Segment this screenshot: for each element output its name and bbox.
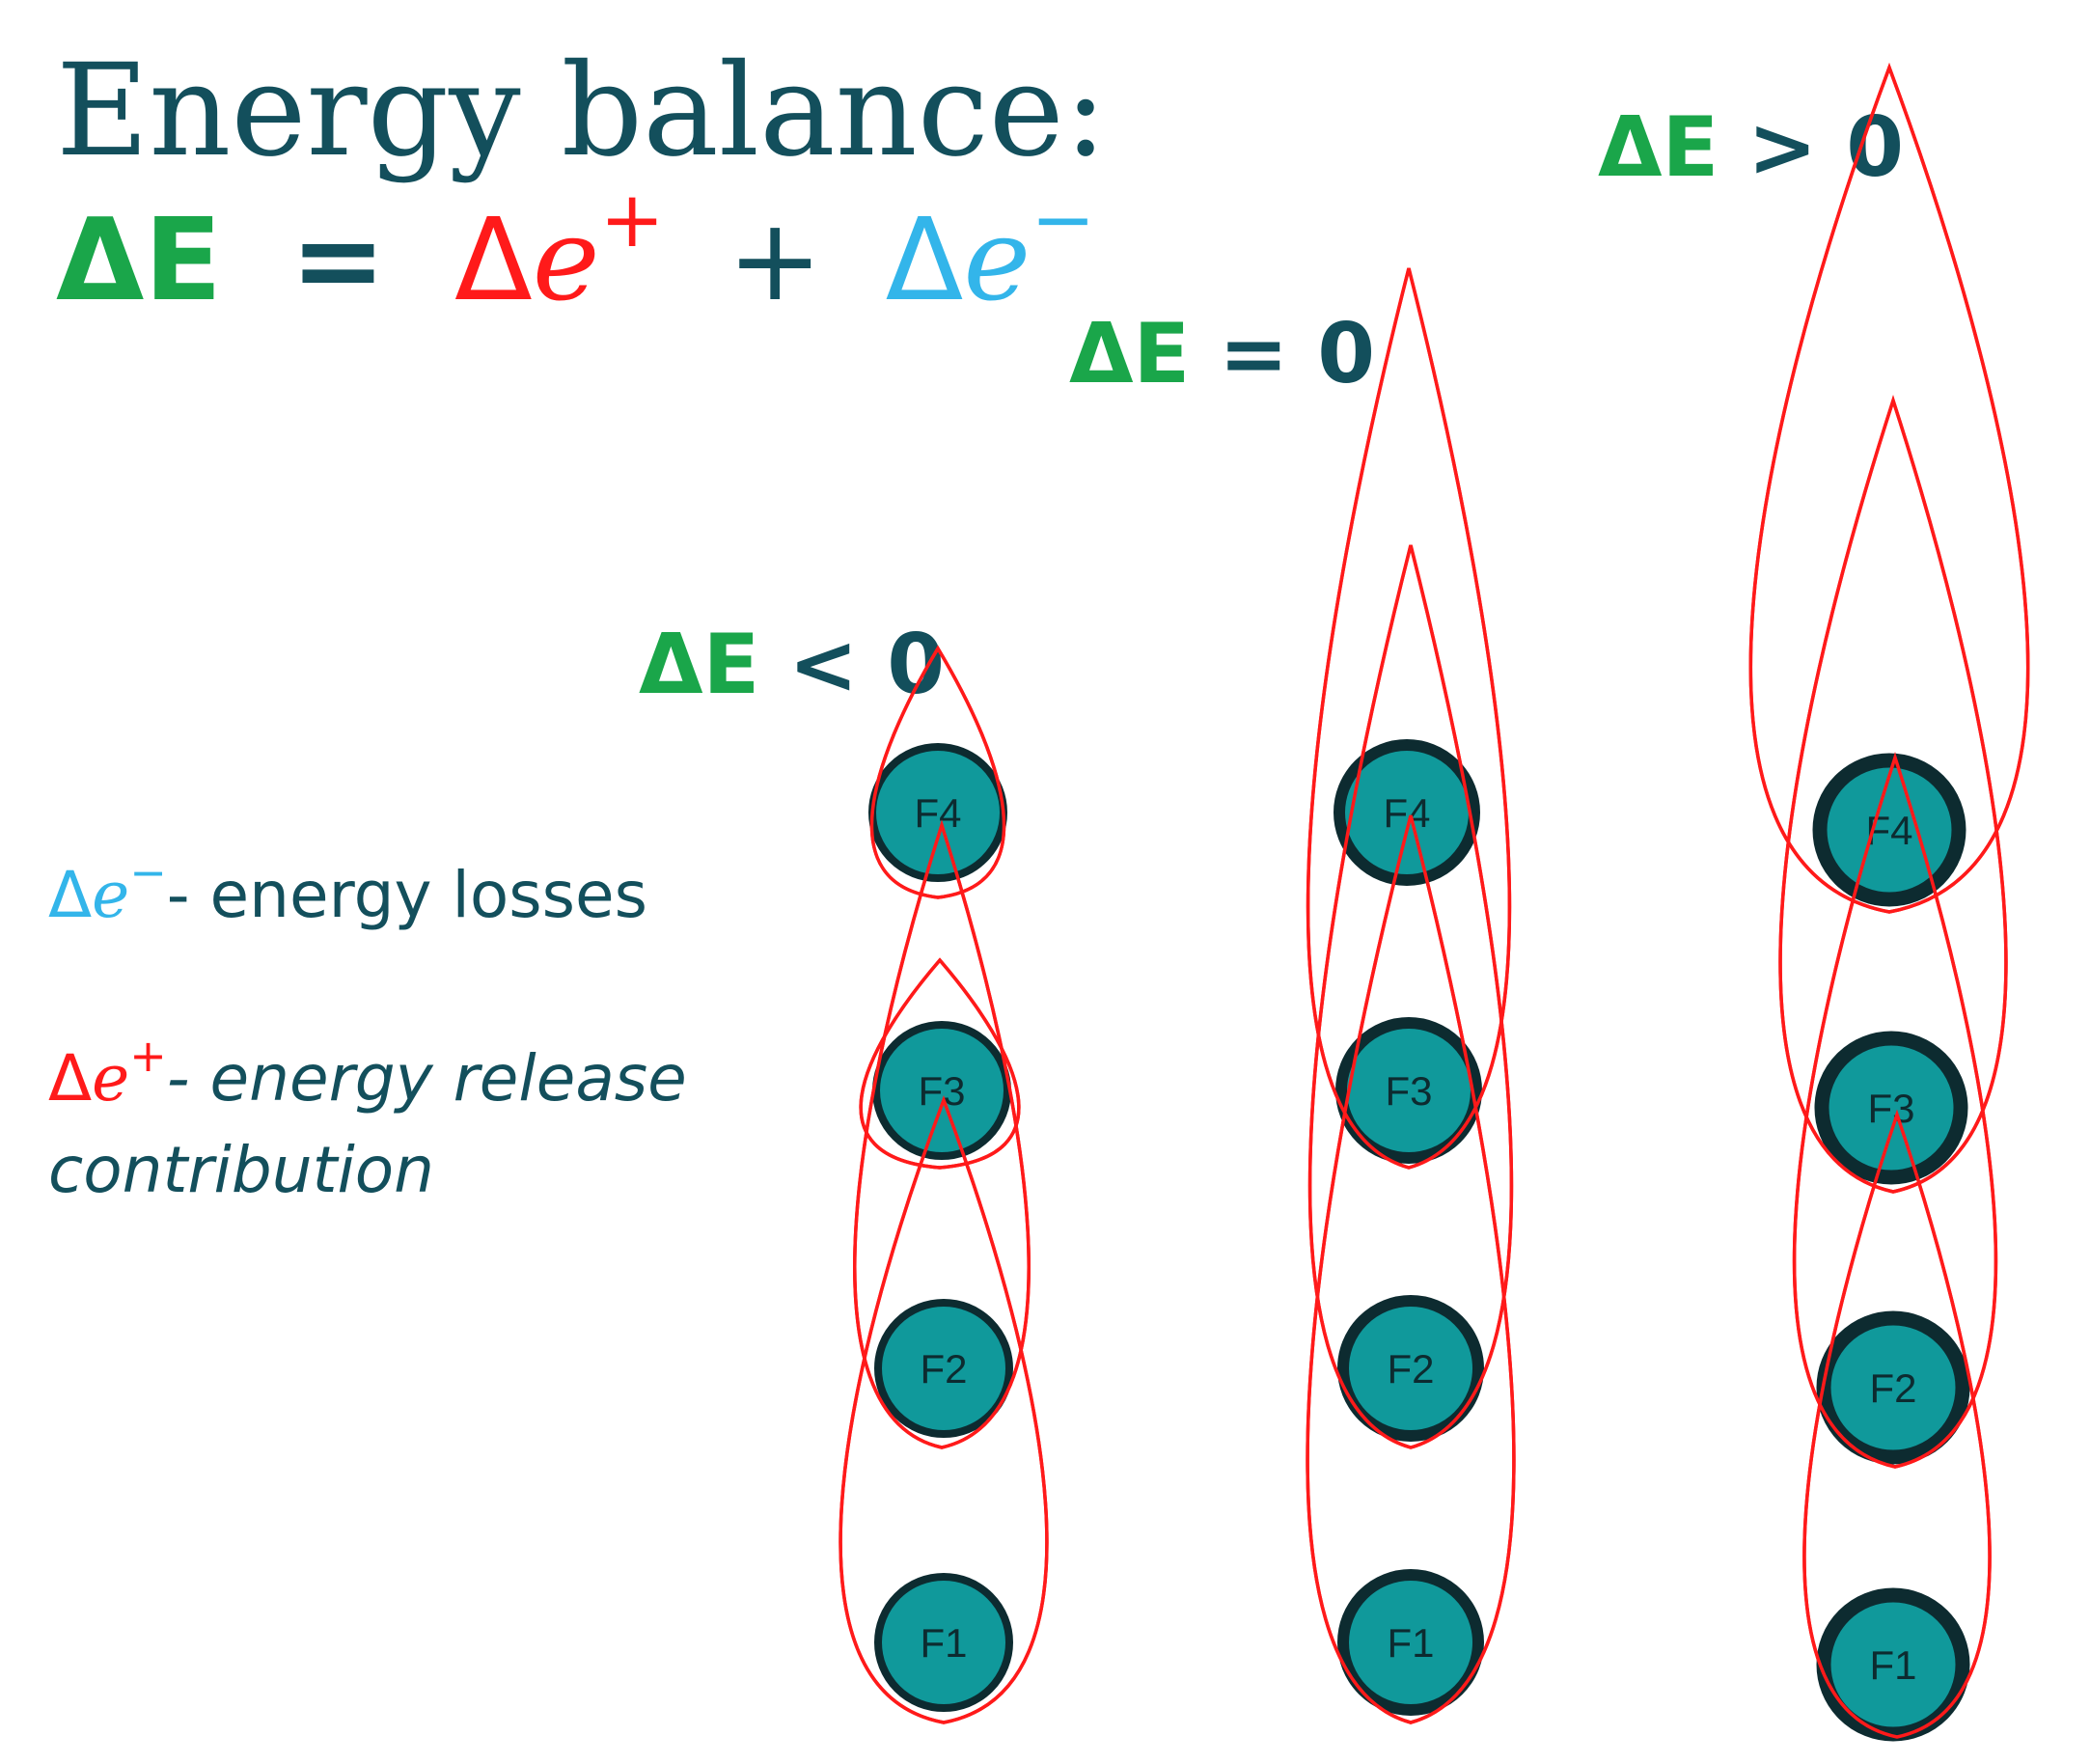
- fuel-circle: [1334, 739, 1480, 886]
- fuel-label: F2: [1869, 1365, 1916, 1411]
- flame-positive-1-overlay: [1802, 1109, 1992, 1739]
- fuel-element-negative-f1: F1: [874, 1573, 1013, 1712]
- fuel-element-zero-f3: F3: [1335, 1017, 1482, 1164]
- fuel-element-zero-f2: F2: [1337, 1295, 1484, 1442]
- legend-release-var: e: [92, 1041, 129, 1116]
- equation-term1-var: e: [533, 193, 600, 326]
- flame-negative-4-overlay: [869, 645, 1006, 899]
- fuel-element-negative-f4: F4: [868, 743, 1007, 882]
- fuel-circle: [1335, 1017, 1482, 1164]
- equation-plus: +: [728, 193, 823, 326]
- fuel-circle: [872, 1021, 1011, 1160]
- fuel-label: F2: [1387, 1346, 1434, 1392]
- condition-label-negative: ΔE < 0: [639, 617, 945, 713]
- fuel-circle: [1816, 1587, 1970, 1742]
- equation-equals: =: [290, 193, 386, 326]
- fuel-element-positive-f3: F3: [1814, 1031, 1968, 1185]
- legend-release-delta: Δ: [48, 1041, 92, 1116]
- condition-label-positive: ΔE > 0: [1598, 99, 1904, 196]
- flame-zero-1-overlay: [1306, 814, 1516, 1724]
- equation-term2-delta: Δ: [886, 193, 964, 326]
- legend-losses-sup: −: [129, 846, 167, 898]
- fuel-circle: [1337, 1295, 1484, 1442]
- equation-lhs: ΔE: [56, 193, 222, 326]
- flame-positive-3-overlay: [1778, 395, 2008, 1194]
- flame-negative-3-overlay: [859, 957, 1021, 1170]
- fuel-element-positive-f4: F4: [1812, 753, 1966, 907]
- fuel-label: F1: [1387, 1620, 1434, 1666]
- condition-positive-lhs: ΔE: [1598, 99, 1719, 196]
- fuel-element-zero-f1: F1: [1337, 1569, 1484, 1716]
- fuel-circle: [1337, 1569, 1484, 1716]
- condition-zero-lhs: ΔE: [1069, 306, 1190, 402]
- flame-zero-2-overlay: [1307, 544, 1514, 1449]
- flame-overlay-layer: [839, 62, 2030, 1739]
- fuel-element-zero-f4: F4: [1334, 739, 1480, 886]
- fuel-element-positive-f2: F2: [1816, 1310, 1970, 1465]
- condition-positive-rest: > 0: [1719, 99, 1904, 196]
- fuel-label: F1: [1869, 1642, 1916, 1688]
- flame-negative-2-overlay: [853, 819, 1031, 1449]
- fuel-circle: [1814, 1031, 1968, 1185]
- legend-release-sup: +: [129, 1030, 167, 1082]
- legend-losses-delta: Δ: [48, 858, 92, 932]
- equation-term1-delta: Δ: [454, 193, 533, 326]
- fuel-label: F4: [914, 790, 961, 836]
- fuel-circle: [874, 1299, 1013, 1438]
- condition-negative-lhs: ΔE: [639, 617, 759, 713]
- legend-losses-text: - energy losses: [167, 858, 647, 932]
- page-title: Energy balance:: [56, 37, 1107, 185]
- condition-negative-rest: < 0: [759, 617, 945, 713]
- flame-negative-1-overlay: [839, 1095, 1049, 1724]
- energy-balance-equation: ΔE = Δe+ + Δe−: [56, 140, 1095, 326]
- fuel-label: F2: [920, 1346, 967, 1392]
- legend-release-text-2: contribution: [48, 1133, 434, 1207]
- legend-release-text-1: - energy release: [167, 1041, 687, 1116]
- flame-zero-3-overlay: [1306, 267, 1512, 1170]
- fuel-label: F1: [920, 1620, 967, 1666]
- equation-term2-var: e: [963, 193, 1031, 326]
- fuel-element-positive-f1: F1: [1816, 1587, 1970, 1742]
- fuel-label: F3: [1867, 1086, 1914, 1131]
- legend-energy-release: Δe+- energy release: [48, 1030, 687, 1116]
- condition-zero-rest: = 0: [1190, 306, 1375, 402]
- equation-term1-sup: +: [600, 175, 665, 264]
- legend-energy-losses: Δe−- energy losses: [48, 846, 647, 932]
- fuel-element-negative-f2: F2: [874, 1299, 1013, 1438]
- flame-positive-2-overlay: [1792, 752, 1998, 1469]
- fuel-label: F3: [1385, 1068, 1432, 1114]
- condition-label-zero: ΔE = 0: [1069, 306, 1375, 402]
- fuel-circle: [874, 1573, 1013, 1712]
- fuel-element-negative-f3: F3: [872, 1021, 1011, 1160]
- fuel-circle: [1812, 753, 1966, 907]
- legend-losses-var: e: [92, 858, 129, 932]
- flame-positive-4-overlay: [1748, 62, 2030, 914]
- equation-term2-sup: −: [1031, 175, 1095, 264]
